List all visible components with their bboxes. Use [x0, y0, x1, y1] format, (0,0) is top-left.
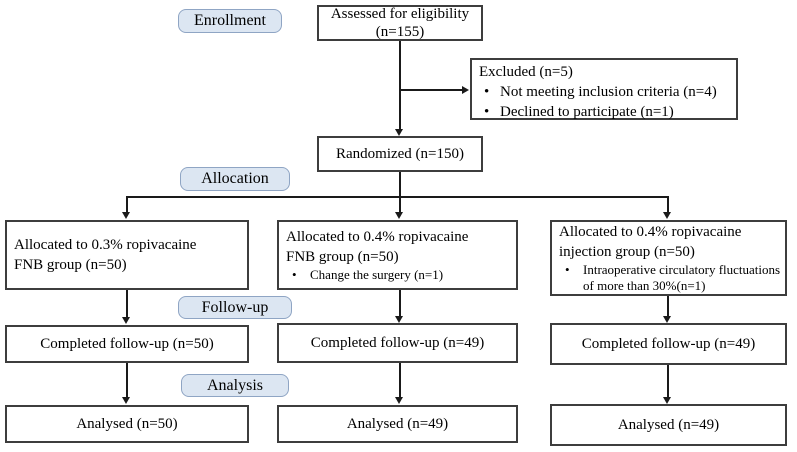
alloc-mid-line2: FNB group (n=50) — [286, 249, 399, 265]
arrowhead-down-icon — [122, 317, 130, 324]
randomized-text: Randomized (n=150) — [335, 146, 464, 162]
alloc-mid-line1: Allocated to 0.4% ropivacaine — [286, 229, 469, 245]
stage-label-enrollment: Enrollment — [178, 9, 282, 33]
connector-line — [400, 89, 462, 91]
connector-line — [667, 196, 669, 213]
alloc-mid-bullet-1: • Change the surgery (n=1) — [286, 267, 512, 283]
connector-line — [126, 290, 128, 318]
connector-line — [667, 296, 669, 317]
arrowhead-down-icon — [395, 316, 403, 323]
alloc-right-line1: Allocated to 0.4% ropivacaine — [559, 224, 742, 240]
analysed-left-text: Analysed (n=50) — [76, 416, 178, 432]
box-analysed-right: Analysed (n=49) — [550, 404, 787, 446]
connector-line — [399, 198, 401, 213]
assessed-line2: (n=155) — [375, 24, 425, 40]
alloc-right-line2: injection group (n=50) — [559, 244, 695, 260]
box-allocated-04-fnb: Allocated to 0.4% ropivacaine FNB group … — [277, 220, 518, 290]
excluded-bullet-2-text: Declined to participate (n=1) — [500, 104, 674, 120]
alloc-right-bullet-1-text: Intraoperative circulatory fluctuations … — [583, 262, 781, 293]
box-analysed-left: Analysed (n=50) — [5, 405, 249, 443]
followup-mid-text: Completed follow-up (n=49) — [310, 335, 485, 351]
assessed-line1: Assessed for eligibility — [330, 6, 470, 22]
stage-label-allocation: Allocation — [180, 167, 290, 191]
connector-line — [126, 363, 128, 398]
alloc-mid-bullet-1-text: Change the surgery (n=1) — [310, 267, 444, 282]
excluded-bullet-2: • Declined to participate (n=1) — [479, 102, 732, 122]
arrowhead-down-icon — [663, 316, 671, 323]
box-allocated-04-injection: Allocated to 0.4% ropivacaine injection … — [550, 220, 787, 296]
alloc-left-line1: Allocated to 0.3% ropivacaine — [14, 237, 197, 253]
box-completed-followup-left: Completed follow-up (n=50) — [5, 325, 249, 363]
stage-label-followup: Follow-up — [178, 296, 292, 319]
analysed-right-text: Analysed (n=49) — [617, 417, 720, 433]
connector-line — [399, 41, 401, 129]
arrowhead-down-icon — [663, 212, 671, 219]
bullet-marker: • — [484, 84, 490, 100]
bullet-marker: • — [292, 267, 297, 282]
box-completed-followup-right: Completed follow-up (n=49) — [550, 323, 787, 365]
connector-line — [126, 196, 128, 213]
arrowhead-right-icon — [462, 86, 469, 94]
alloc-left-line2: FNB group (n=50) — [14, 257, 127, 273]
bullet-marker: • — [565, 262, 570, 277]
connector-line — [126, 196, 669, 198]
connector-line — [399, 172, 401, 198]
excluded-bullet-1: • Not meeting inclusion criteria (n=4) — [479, 82, 732, 102]
box-allocated-03-fnb: Allocated to 0.3% ropivacaine FNB group … — [5, 220, 249, 290]
connector-line — [399, 363, 401, 398]
analysed-mid-text: Analysed (n=49) — [346, 416, 449, 432]
box-randomized: Randomized (n=150) — [317, 136, 483, 172]
arrowhead-down-icon — [395, 212, 403, 219]
excluded-title: Excluded (n=5) — [479, 64, 573, 80]
followup-left-text: Completed follow-up (n=50) — [40, 336, 214, 352]
box-analysed-mid: Analysed (n=49) — [277, 405, 518, 443]
arrowhead-down-icon — [395, 397, 403, 404]
alloc-right-bullet-1: • Intraoperative circulatory fluctuation… — [559, 262, 781, 294]
stage-label-analysis: Analysis — [181, 374, 289, 397]
arrowhead-down-icon — [122, 397, 130, 404]
arrowhead-down-icon — [395, 129, 403, 136]
excluded-bullet-1-text: Not meeting inclusion criteria (n=4) — [500, 84, 717, 100]
box-excluded: Excluded (n=5) • Not meeting inclusion c… — [470, 58, 738, 120]
connector-line — [399, 290, 401, 317]
connector-line — [667, 365, 669, 398]
box-completed-followup-mid: Completed follow-up (n=49) — [277, 323, 518, 363]
box-assessed-eligibility: Assessed for eligibility (n=155) — [317, 5, 483, 41]
arrowhead-down-icon — [122, 212, 130, 219]
bullet-marker: • — [484, 104, 490, 120]
followup-right-text: Completed follow-up (n=49) — [581, 336, 756, 352]
arrowhead-down-icon — [663, 397, 671, 404]
